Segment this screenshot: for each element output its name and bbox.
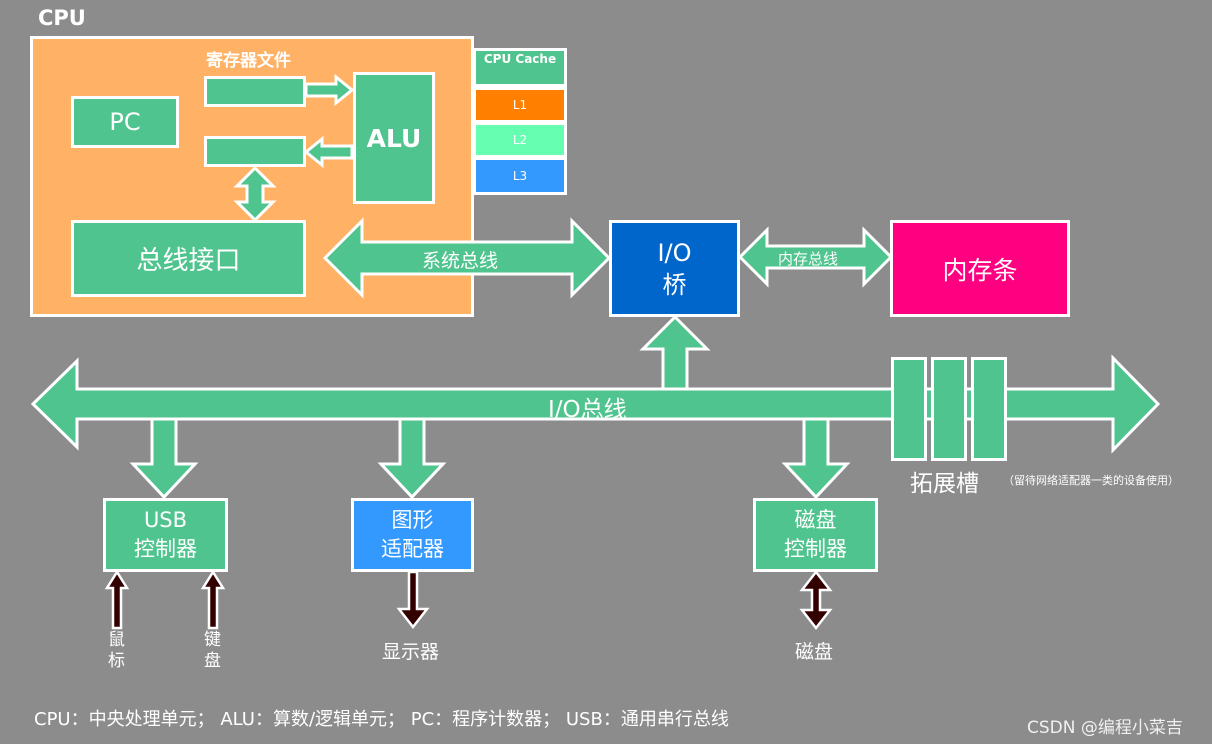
bus-interface-box: 总线接口: [71, 220, 306, 297]
display-label: 显示器: [382, 641, 440, 663]
arrow-iobus-to-bridge: [639, 314, 711, 391]
io-bridge-line2: 桥: [662, 270, 687, 299]
cache-l3: L3: [473, 157, 567, 195]
disk-label: 磁盘: [795, 641, 834, 663]
cache-l2: L2: [473, 122, 567, 158]
graphics-adapter-line1: 图形: [391, 508, 434, 532]
arrow-alu-to-register: [303, 135, 354, 169]
expansion-slot-2: [931, 357, 967, 461]
arrow-disk-controller-disk: [799, 569, 833, 631]
arrow-register-to-alu: [304, 73, 355, 107]
system-bus-label: 系统总线: [422, 250, 499, 272]
io-bridge-line1: I/O: [657, 238, 692, 267]
arrow-register-bus-interface: [233, 165, 277, 223]
expansion-slot-label: 拓展槽: [910, 471, 979, 497]
usb-controller-line1: USB: [143, 508, 188, 532]
graphics-adapter-box: 图形 适配器: [351, 498, 474, 572]
mouse-label: 鼠 标: [108, 630, 125, 671]
disk-controller-line2: 控制器: [784, 537, 847, 561]
cache-l1: L1: [473, 87, 567, 123]
arrow-to-usb-controller: [129, 417, 199, 500]
alu-box: ALU: [353, 72, 435, 204]
io-bus-label: I/O总线: [548, 397, 627, 423]
csdn-watermark: CSDN @编程小菜吉: [1027, 718, 1183, 738]
io-bridge-box: I/O 桥: [609, 220, 740, 317]
arrow-to-disk-controller: [781, 417, 851, 500]
keyboard-label: 键 盘: [204, 630, 221, 671]
memory-bus-label: 内存总线: [778, 250, 839, 268]
pc-box: PC: [71, 96, 179, 148]
register-file-label: 寄存器文件: [206, 51, 291, 71]
memory-box: 内存条: [890, 220, 1070, 317]
arrow-keyboard-to-usb: [200, 569, 226, 630]
register-2: [204, 136, 306, 167]
cpu-cache-box: CPU Cache: [473, 48, 567, 87]
arrow-mouse-to-usb: [104, 569, 130, 630]
expansion-slot-note: （留待网络适配器一类的设备使用）: [1003, 474, 1179, 487]
graphics-adapter-line2: 适配器: [381, 537, 444, 561]
io-bus-arrow: [30, 354, 1161, 454]
arrow-graphics-to-display: [396, 570, 430, 630]
cpu-cache-title: CPU Cache: [483, 52, 557, 66]
disk-controller-line1: 磁盘: [794, 508, 837, 532]
usb-controller-line2: 控制器: [134, 537, 197, 561]
expansion-slot-3: [971, 357, 1007, 461]
abbreviation-legend: CPU：中央处理单元； ALU：算数/逻辑单元； PC：程序计数器； USB：通…: [34, 709, 729, 730]
usb-controller-box: USB 控制器: [103, 498, 228, 572]
cpu-title: CPU: [38, 6, 86, 30]
expansion-slot-1: [891, 357, 927, 461]
disk-controller-box: 磁盘 控制器: [753, 498, 878, 572]
arrow-to-graphics-adapter: [377, 417, 447, 500]
